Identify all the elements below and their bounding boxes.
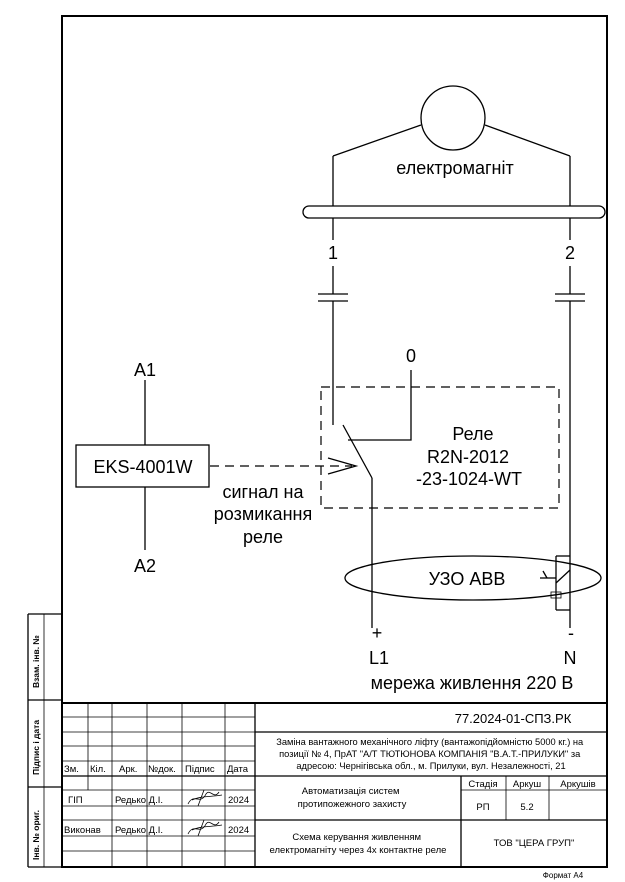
signature-date-label: Підпис і дата xyxy=(31,720,41,775)
plus-sign: + xyxy=(372,623,383,643)
executor-role: Виконав xyxy=(64,825,101,836)
sheet-value: 5.2 xyxy=(520,802,533,813)
doc-code: 77.2024-01-СПЗ.РК xyxy=(455,711,572,726)
stage-header: Стадія xyxy=(468,779,497,790)
signature-gip xyxy=(187,789,223,807)
gip-role: ГІП xyxy=(68,795,83,806)
signal-arrowhead xyxy=(327,457,359,475)
terminal-2-branch: 2 xyxy=(555,218,585,628)
relay: 0 Реле R2N-2012 -23-1024-WT xyxy=(320,346,560,509)
rcd-switch-symbol xyxy=(550,591,562,599)
rcd-ellipse xyxy=(344,555,602,601)
project-description: Заміна вантажного механічного ліфту (ван… xyxy=(276,737,586,771)
side-stamp: Взам. інв. № Підпис і дата Інв. № ориг. xyxy=(27,613,62,868)
header-ark: Арк. xyxy=(119,764,137,775)
header-ndok: №док. xyxy=(148,764,176,775)
gip-date: 2024 xyxy=(228,795,249,806)
sheet-header: Аркуш xyxy=(513,779,541,790)
terminal-1-branch: 1 xyxy=(318,218,373,628)
signal-line2: розмикання xyxy=(214,504,312,524)
header-pidpys: Підпис xyxy=(185,764,215,775)
row-executor: Виконав Редько Д.І. 2024 xyxy=(64,825,249,836)
signature-executor xyxy=(187,819,223,837)
executor-name: Редько Д.І. xyxy=(115,825,163,836)
title-block-headers: Зм. Кіл. Арк. №док. Підпис Дата xyxy=(64,764,249,775)
row-gip: ГІП Редько Д.І. 2024 xyxy=(68,795,249,806)
relay-contact-0 xyxy=(348,370,412,441)
relay-line3: -23-1024-WT xyxy=(416,469,522,489)
signal-line3: реле xyxy=(243,527,283,547)
relay-line2: R2N-2012 xyxy=(427,447,509,467)
a2-label: A2 xyxy=(134,556,156,576)
section-title: Автоматизація систем протипожежного захи… xyxy=(298,786,407,810)
format-label: Формат А4 xyxy=(543,871,584,880)
stage-value: РП xyxy=(476,802,489,813)
company-name: ТОВ "ЦЕРА ГРУП" xyxy=(494,838,575,849)
inv-zam-label: Взам. інв. № xyxy=(31,635,41,688)
n-label: N xyxy=(564,648,577,668)
terminal-2-label: 2 xyxy=(565,243,575,263)
controller-label: EKS-4001W xyxy=(93,457,192,477)
electromagnet-core xyxy=(302,205,606,219)
gip-name: Редько Д.І. xyxy=(115,795,163,806)
relay-switch-contact xyxy=(342,424,373,479)
signal-line1: сигнал на xyxy=(222,482,304,502)
header-data: Дата xyxy=(227,764,249,775)
header-zm: Зм. xyxy=(64,764,79,775)
sheet-frame xyxy=(61,15,608,868)
mains: + - L1 N мережа живлення 220 В xyxy=(369,623,577,693)
terminal-1-label: 1 xyxy=(328,243,338,263)
a1-label: A1 xyxy=(134,360,156,380)
electromagnet-label: електромагніт xyxy=(396,158,513,178)
sheets-header: Аркушів xyxy=(560,779,595,790)
minus-sign: - xyxy=(568,623,574,643)
controller-box xyxy=(75,444,210,488)
rcd-label: УЗО ABB xyxy=(429,569,506,589)
title-block xyxy=(62,702,607,867)
executor-date: 2024 xyxy=(228,825,249,836)
electromagnet: електромагніт xyxy=(302,85,606,219)
l1-label: L1 xyxy=(369,648,389,668)
header-kil: Кіл. xyxy=(90,764,106,775)
mains-label: мережа живлення 220 В xyxy=(371,673,574,693)
controller: EKS-4001W A1 A2 сигнал на розмикання рел… xyxy=(75,360,359,576)
relay-zero-label: 0 xyxy=(406,346,416,366)
drawing-title: Схема керування живленням електромагніту… xyxy=(270,832,447,856)
relay-line1: Реле xyxy=(452,424,493,444)
electromagnet-coil-symbol xyxy=(420,85,486,151)
inv-orig-label: Інв. № ориг. xyxy=(31,810,41,860)
rcd: УЗО ABB xyxy=(344,555,602,611)
